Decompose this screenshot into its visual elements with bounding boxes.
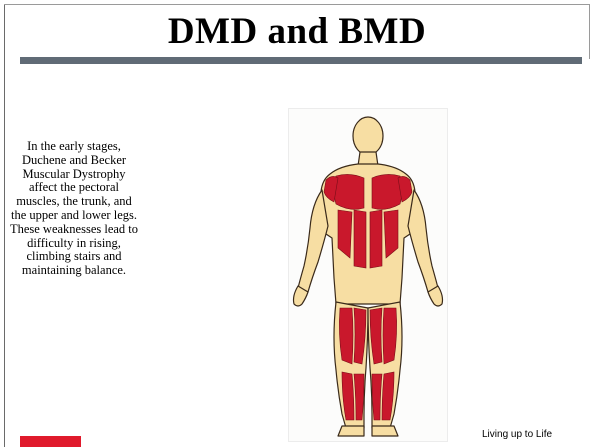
muscle-anatomy-figure	[288, 108, 448, 442]
accent-bar	[20, 436, 81, 447]
frame-left-line	[4, 4, 5, 447]
frame-top-line	[4, 4, 590, 5]
slide-body-text: In the early stages, Duchene and Becker …	[9, 140, 139, 278]
title-underline	[20, 57, 582, 64]
slide-title: DMD and BMD	[0, 10, 594, 53]
footer-text: Living up to Life	[482, 429, 552, 440]
muscle-anatomy-figure-icon	[288, 108, 448, 442]
